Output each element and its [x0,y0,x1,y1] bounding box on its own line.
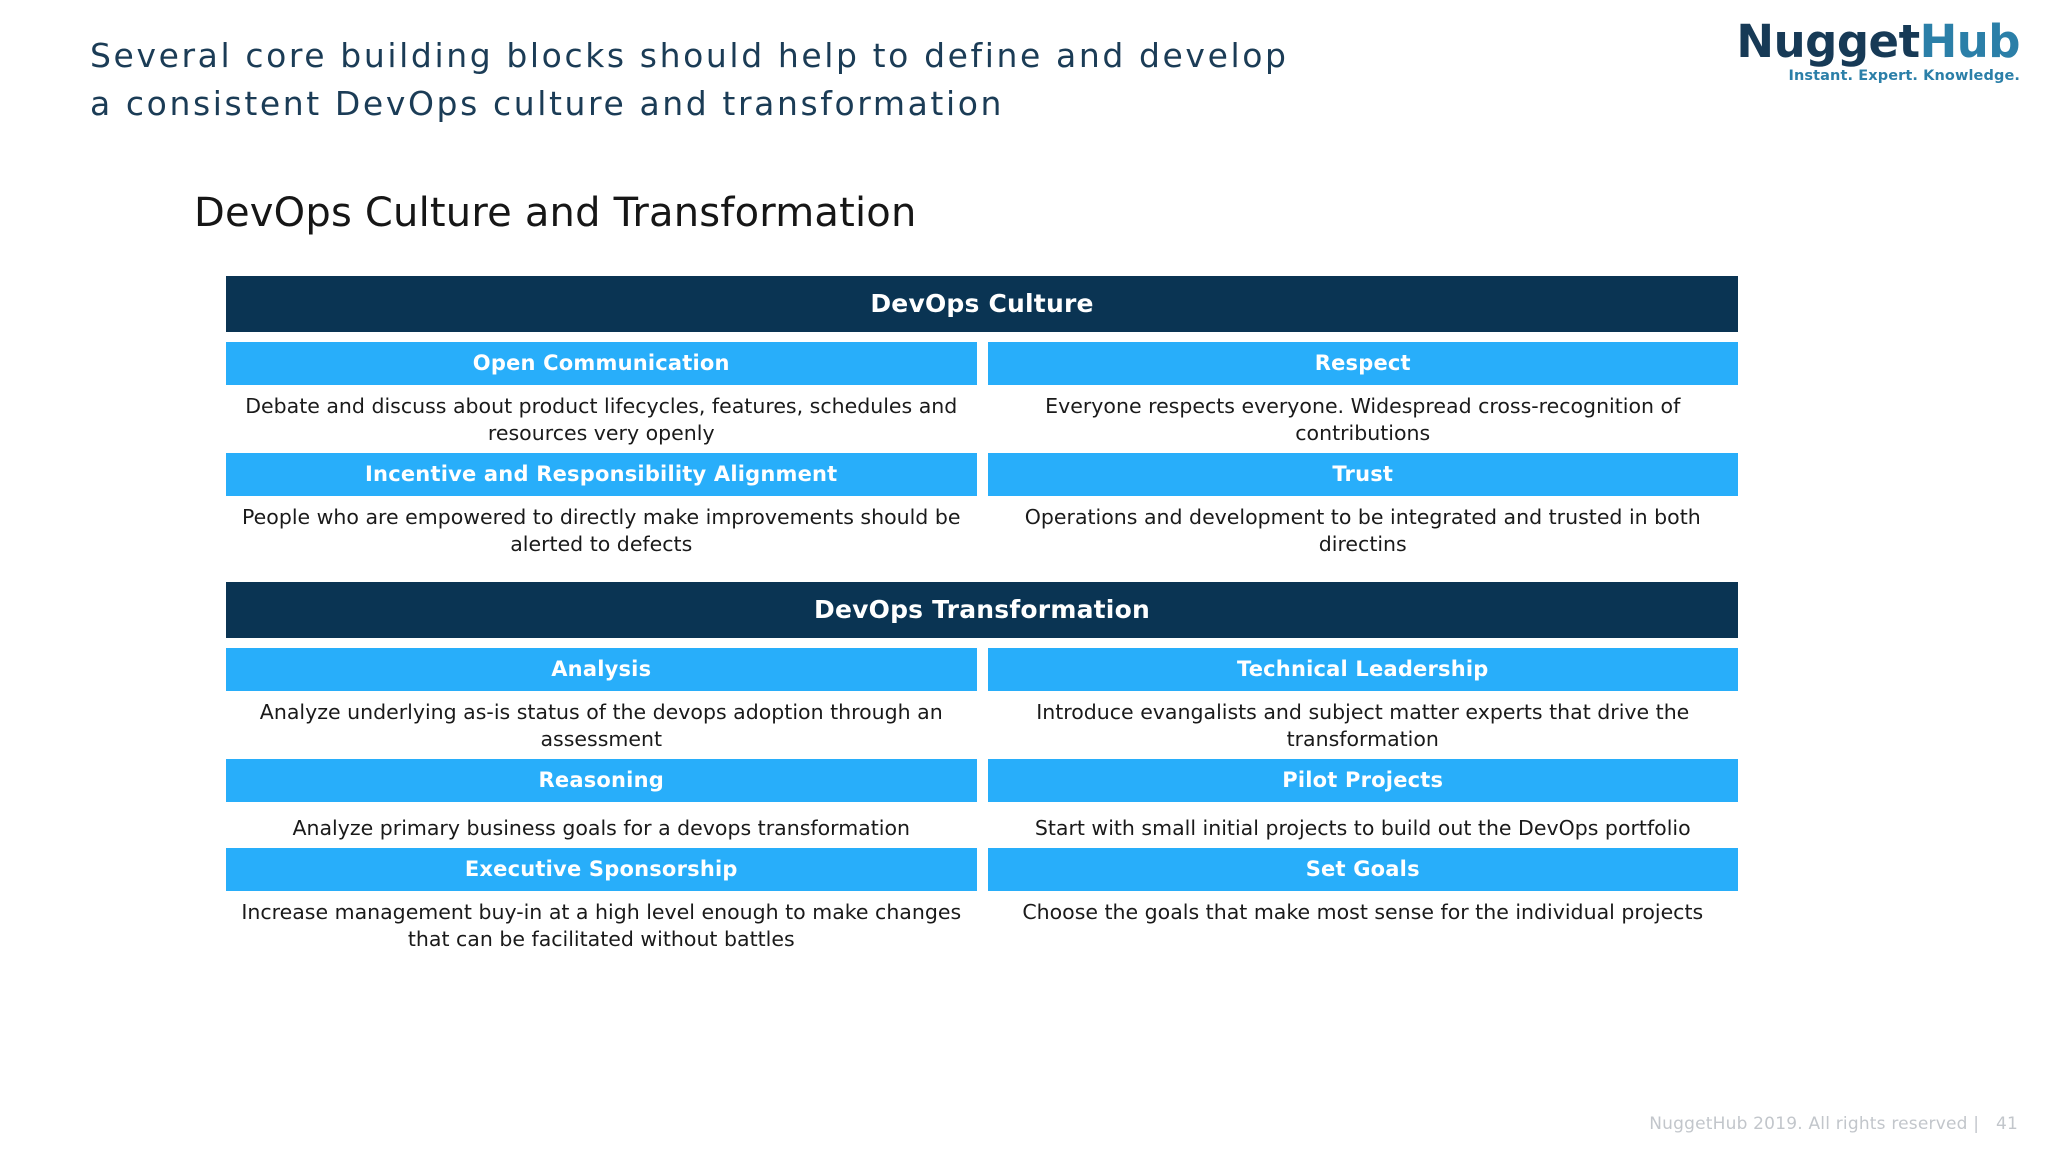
matrix-row: Incentive and Responsibility Alignment P… [226,447,1738,558]
matrix-cell: Pilot Projects Start with small initial … [987,753,1738,842]
matrix-row: Open Communication Debate and discuss ab… [226,332,1738,447]
matrix-row: Analysis Analyze underlying as-is status… [226,638,1738,753]
cell-title-trust[interactable]: Trust [987,453,1738,496]
matrix-cell: Respect Everyone respects everyone. Wide… [987,332,1738,447]
matrix-cell: Set Goals Choose the goals that make mos… [987,842,1738,953]
cell-body-technical-leadership: Introduce evangalists and subject matter… [1036,700,1690,751]
cell-body-open-communication: Debate and discuss about product lifecyc… [245,394,958,445]
cell-title-set-goals[interactable]: Set Goals [987,848,1738,891]
matrix-cell: Analysis Analyze underlying as-is status… [226,638,977,753]
cell-title-technical-leadership[interactable]: Technical Leadership [987,648,1738,691]
cell-group: Set Goals Choose the goals that make mos… [987,848,1738,953]
logo-word-hub: Hub [1919,15,2021,68]
cell-body-respect: Everyone respects everyone. Widespread c… [1045,394,1681,445]
cell-group: Analysis Analyze underlying as-is status… [226,648,977,753]
cell-group: Trust Operations and development to be i… [987,453,1738,558]
cell-title-executive-sponsorship[interactable]: Executive Sponsorship [226,848,977,891]
cell-group: Technical Leadership Introduce evangalis… [987,648,1738,753]
matrix-cell: Trust Operations and development to be i… [987,447,1738,558]
matrix-cell: Executive Sponsorship Increase managemen… [226,842,977,953]
devops-matrix: DevOps Culture Open Communication Debate… [226,276,1738,953]
cell-title-respect[interactable]: Respect [987,342,1738,385]
cell-group: Pilot Projects Start with small initial … [987,759,1738,842]
cell-title-open-communication[interactable]: Open Communication [226,342,977,385]
cell-body-pilot-projects: Start with small initial projects to bui… [1034,816,1691,840]
cell-group: Respect Everyone respects everyone. Wide… [987,342,1738,447]
logo-tagline: Instant. Expert. Knowledge. [1788,68,2020,84]
footer-copyright: NuggetHub 2019. All rights reserved | 41 [1649,1114,2018,1134]
brand-logo: NuggetHub Instant. Expert. Knowledge. [1720,18,2020,85]
cell-title-incentive-and-responsibility-alignment[interactable]: Incentive and Responsibility Alignment [226,453,977,496]
cell-group: Reasoning Analyze primary business goals… [226,759,977,842]
cell-body-reasoning: Analyze primary business goals for a dev… [292,816,911,840]
matrix-row: Reasoning Analyze primary business goals… [226,753,1738,842]
cell-group: Executive Sponsorship Increase managemen… [226,848,977,953]
matrix-cell: Technical Leadership Introduce evangalis… [987,638,1738,753]
section-band-devops-culture: DevOps Culture [226,276,1738,332]
cell-title-analysis[interactable]: Analysis [226,648,977,691]
cell-body-set-goals: Choose the goals that make most sense fo… [1022,900,1704,924]
matrix-row: Executive Sponsorship Increase managemen… [226,842,1738,953]
page-title: Several core building blocks should help… [90,36,1289,123]
matrix-cell: Open Communication Debate and discuss ab… [226,332,977,447]
logo-wordmark: NuggetHub [1720,18,2020,66]
cell-title-pilot-projects[interactable]: Pilot Projects [987,759,1738,802]
cell-body-incentive-and-responsibility-alignment: People who are empowered to directly mak… [242,505,961,556]
cell-title-reasoning[interactable]: Reasoning [226,759,977,802]
cell-body-trust: Operations and development to be integra… [1024,505,1701,556]
logo-word-nugget: Nugget [1736,15,1920,68]
cell-body-executive-sponsorship: Increase management buy-in at a high lev… [241,900,962,951]
cell-group: Incentive and Responsibility Alignment P… [226,453,977,558]
cell-body-analysis: Analyze underlying as-is status of the d… [259,700,943,751]
matrix-cell: Reasoning Analyze primary business goals… [226,753,977,842]
matrix-cell: Incentive and Responsibility Alignment P… [226,447,977,558]
section-band-devops-transformation: DevOps Transformation [226,582,1738,638]
cell-group: Open Communication Debate and discuss ab… [226,342,977,447]
section-heading: DevOps Culture and Transformation [194,190,917,236]
